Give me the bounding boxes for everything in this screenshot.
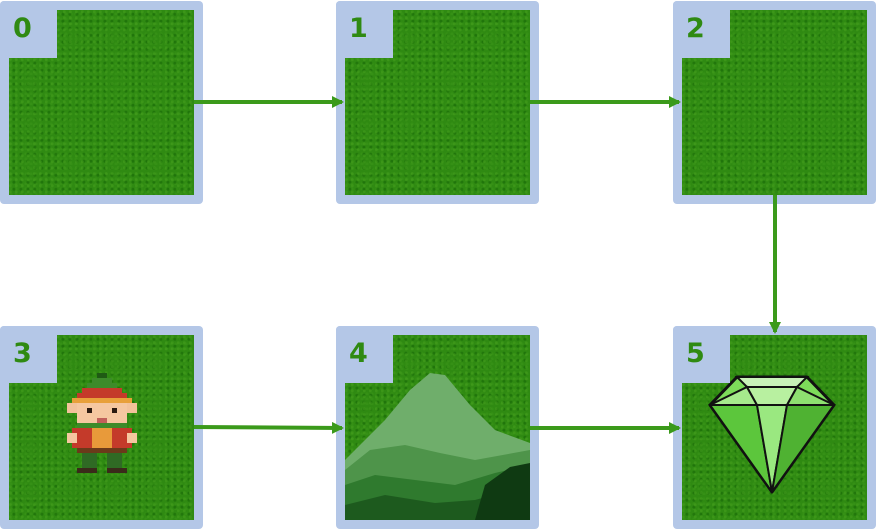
tile-2: 2 [673, 1, 876, 204]
tile-label-box: 0 [0, 1, 57, 58]
tile-4: 4 [336, 326, 539, 529]
elf-character-icon [67, 373, 137, 473]
tile-0: 0 [0, 1, 203, 204]
green-gem-icon [708, 375, 836, 494]
tile-number: 1 [349, 13, 368, 44]
grass-terrain [345, 10, 530, 195]
tile-label-box: 4 [336, 326, 393, 383]
tile-1: 1 [336, 1, 539, 204]
tile-3: 3 [0, 326, 203, 529]
tile-label-box: 3 [0, 326, 57, 383]
arrow-3-to-4 [193, 421, 344, 434]
tile-number: 0 [13, 13, 32, 44]
tile-label-box: 1 [336, 1, 393, 58]
tile-label-box: 2 [673, 1, 730, 58]
tile-number: 4 [349, 338, 368, 369]
tile-5: 5 [673, 326, 876, 529]
tile-label-box: 5 [673, 326, 730, 383]
mountain-icon [345, 373, 530, 520]
grass-terrain [345, 335, 530, 520]
tile-number: 2 [686, 13, 705, 44]
tile-number: 5 [686, 338, 705, 369]
grass-terrain [9, 335, 194, 520]
tile-number: 3 [13, 338, 32, 369]
